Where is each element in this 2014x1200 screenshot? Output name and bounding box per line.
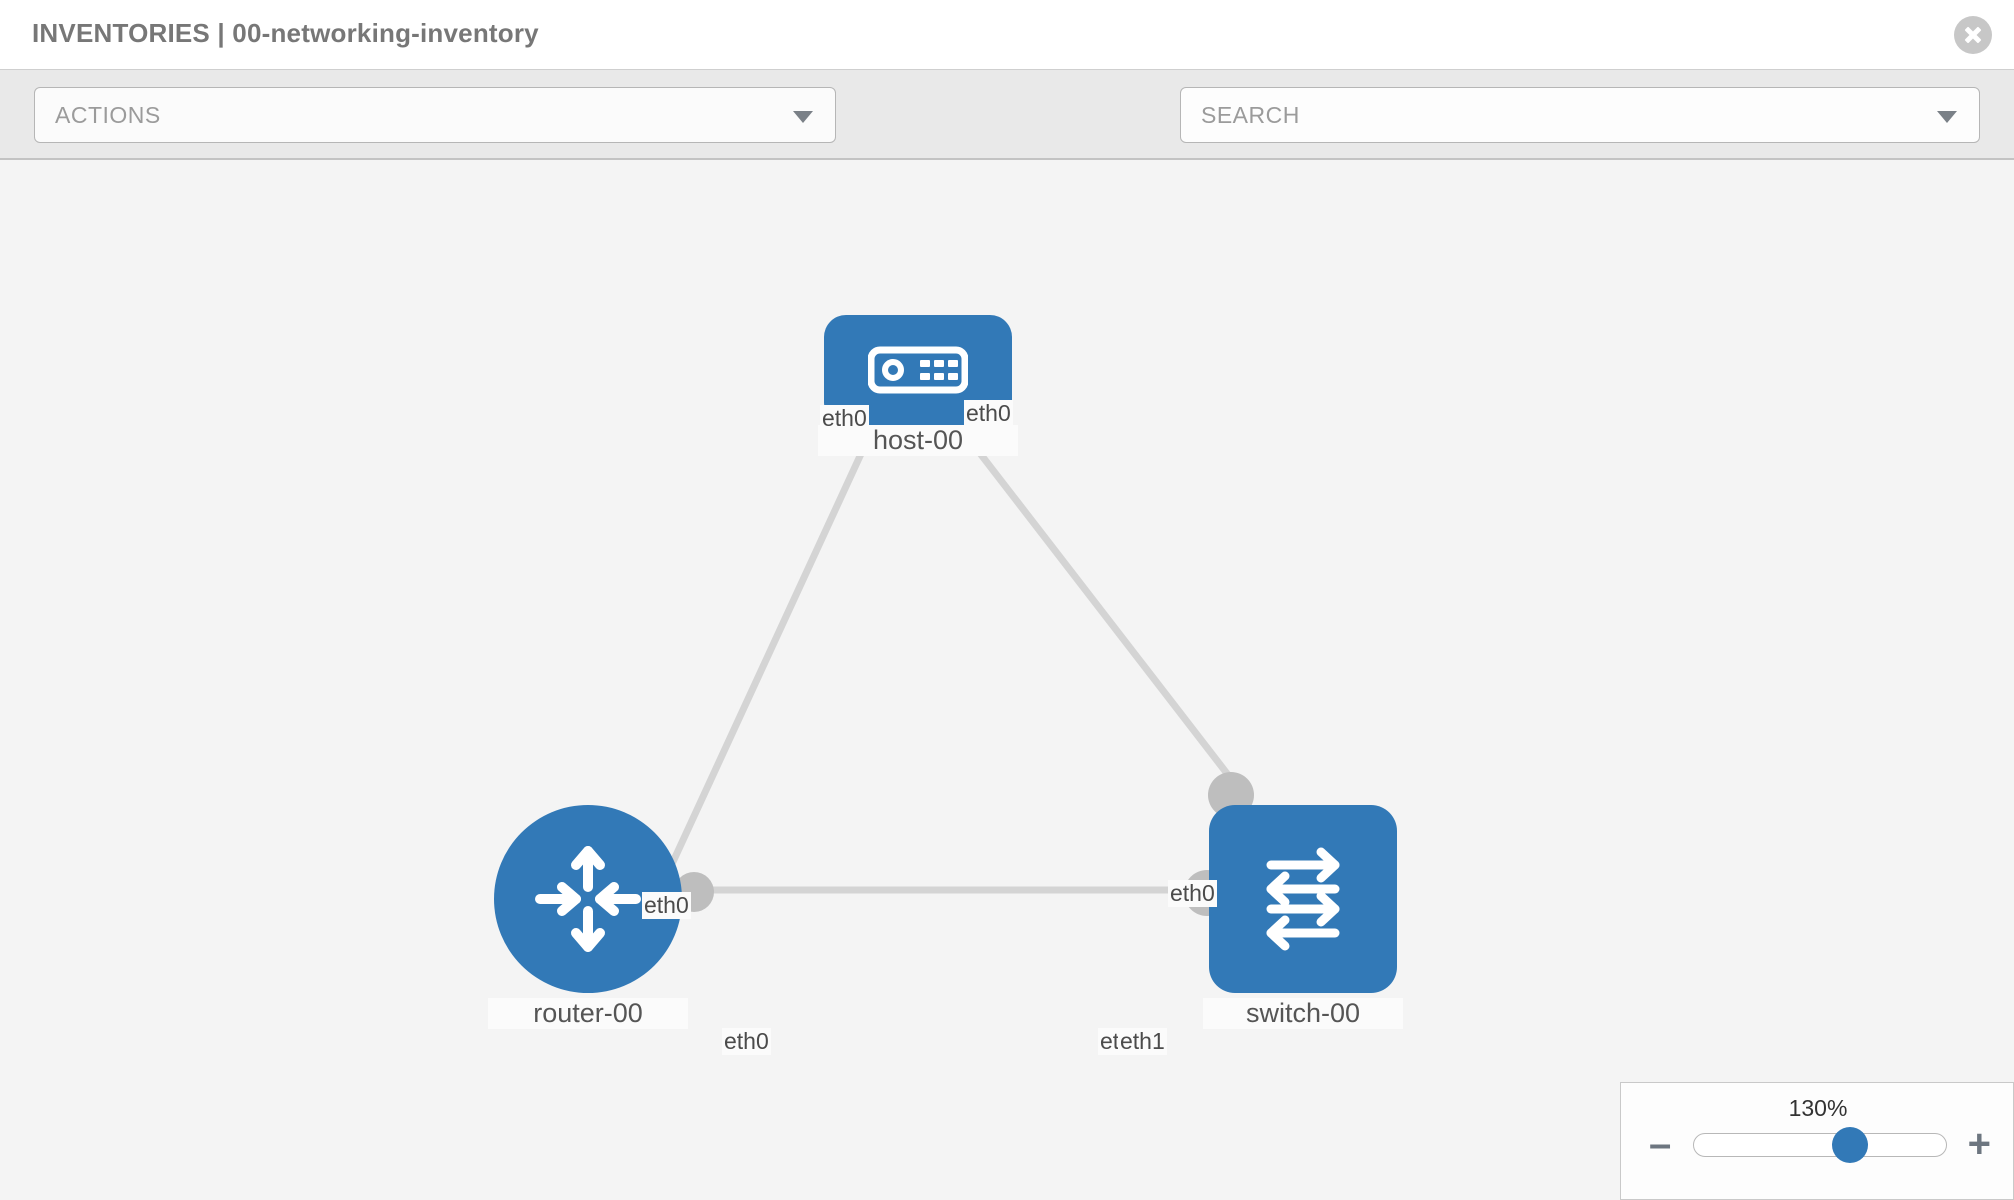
edge-label-router-eth0-upper: eth0	[642, 892, 691, 919]
switch-arrows-icon	[1266, 847, 1340, 951]
toolbar: ACTIONS SEARCH	[0, 70, 2014, 199]
zoom-control-panel: 130% – +	[1620, 1082, 2014, 1200]
search-placeholder: SEARCH	[1201, 102, 1300, 128]
search-input[interactable]: SEARCH	[1180, 87, 1980, 143]
edge-label-switch-eth0-upper: eth0	[1168, 880, 1217, 907]
router-arrows-icon	[535, 846, 641, 952]
chevron-down-icon	[1937, 111, 1957, 123]
zoom-level-value: 130%	[1788, 1095, 1848, 1121]
title-bar: INVENTORIES | 00-networking-inventory	[0, 0, 2014, 70]
switch-node-shape[interactable]	[1209, 805, 1397, 993]
page-title: INVENTORIES | 00-networking-inventory	[32, 18, 539, 48]
zoom-slider-thumb[interactable]	[1832, 1127, 1869, 1163]
edge-label-switch-eth1: eth1	[1118, 1028, 1167, 1055]
router-node-label: router-00	[488, 998, 688, 1029]
zoom-out-button[interactable]: –	[1649, 1122, 1672, 1166]
chevron-down-icon	[793, 111, 813, 123]
topology-links	[656, 427, 1235, 894]
edge-label-router-eth0-right: eth0	[722, 1028, 771, 1055]
switch-node-label: switch-00	[1203, 998, 1403, 1029]
zoom-slider[interactable]	[1693, 1127, 1947, 1163]
close-icon[interactable]	[1954, 16, 1992, 54]
edge-label-host-eth0-right: eth0	[964, 400, 1013, 427]
edge-label-host-eth0-left: eth0	[820, 405, 869, 432]
topology-canvas[interactable]: host-00 router-00	[0, 160, 2014, 1200]
server-icon	[868, 346, 968, 394]
zoom-in-button[interactable]: +	[1967, 1122, 1991, 1166]
actions-dropdown-label: ACTIONS	[55, 102, 161, 128]
actions-dropdown[interactable]: ACTIONS	[34, 87, 836, 143]
